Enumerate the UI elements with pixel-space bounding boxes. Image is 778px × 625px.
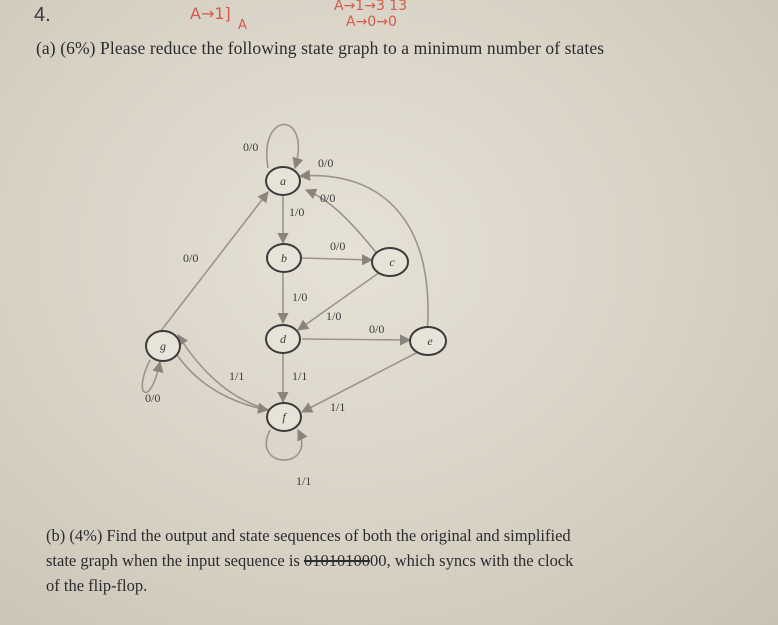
question-number: 4. <box>34 4 51 26</box>
edge-g-self <box>141 359 164 394</box>
edge-label-g-self: 0/0 <box>145 391 160 405</box>
edge-label-e-to-f: 1/1 <box>330 400 345 414</box>
part-b-line-1: (b) (4%) Find the output and state seque… <box>46 526 571 545</box>
edge-e-to-f <box>301 351 419 413</box>
state-label-a: a <box>280 174 286 188</box>
edge-label-b-to-c: 0/0 <box>330 239 345 253</box>
edge-label-f-to-g: 1/1 <box>229 369 244 383</box>
edge-c-to-a <box>298 169 429 346</box>
state-node-g: g <box>145 330 181 362</box>
edge-label-b-to-d: 1/0 <box>292 290 307 304</box>
handwritten-note-2: A <box>238 18 247 33</box>
edge-g-to-f <box>174 351 270 414</box>
edge-d-to-e <box>301 334 412 346</box>
part-b-line-2: state graph when the input sequence is 0… <box>46 548 686 573</box>
input-sequence-scribbled: 01010100 <box>303 551 370 570</box>
state-label-d: d <box>280 332 287 346</box>
state-label-b: b <box>281 251 287 265</box>
edge-label-c-to-a: 0/0 <box>318 156 333 170</box>
state-node-b: b <box>266 243 302 273</box>
part-a-prompt: (a) (6%) Please reduce the following sta… <box>36 38 605 58</box>
state-label-g: g <box>160 339 166 353</box>
part-b-line-3: of the flip-flop. <box>46 576 148 595</box>
state-label-e: e <box>427 334 433 348</box>
edge-label-c-to-d: 1/0 <box>326 309 341 323</box>
edge-label-d-to-e: 0/0 <box>369 322 384 336</box>
part-b-line-2-pre: state graph when the input sequence is <box>46 551 304 570</box>
state-node-e: e <box>409 326 447 356</box>
part-b-prompt: (b) (4%) Find the output and state seque… <box>46 523 686 598</box>
handwritten-note-4: A→0→0 <box>346 14 397 30</box>
edge-f-to-g <box>177 334 271 411</box>
handwritten-note-3: A→1→3 13 <box>334 0 408 14</box>
handwritten-note-1: A→1] <box>190 4 231 23</box>
edge-label-f-self: 1/1 <box>296 474 311 488</box>
edge-label-c-to-a-inner: 0/0 <box>320 191 335 205</box>
state-label-f: f <box>282 410 287 424</box>
state-node-c: c <box>371 247 409 277</box>
edge-label-d-to-f: 1/1 <box>292 369 307 383</box>
edge-c-to-a-inner <box>304 188 379 256</box>
edge-b-to-c <box>301 254 374 266</box>
edge-label-g-to-a: 0/0 <box>183 251 198 265</box>
edge-c-to-d <box>297 271 381 331</box>
state-label-c: c <box>389 255 395 269</box>
part-b-line-2-post: 00, which syncs with the clock <box>369 551 574 570</box>
state-node-d: d <box>265 324 301 354</box>
edge-label-a-to-b: 1/0 <box>289 205 304 219</box>
state-node-f: f <box>266 402 302 432</box>
edge-f-self <box>265 428 308 461</box>
state-node-a: a <box>265 166 301 196</box>
edge-g-to-a <box>159 191 269 333</box>
edge-a-self <box>265 123 304 170</box>
edge-label-a-self: 0/0 <box>243 140 258 154</box>
